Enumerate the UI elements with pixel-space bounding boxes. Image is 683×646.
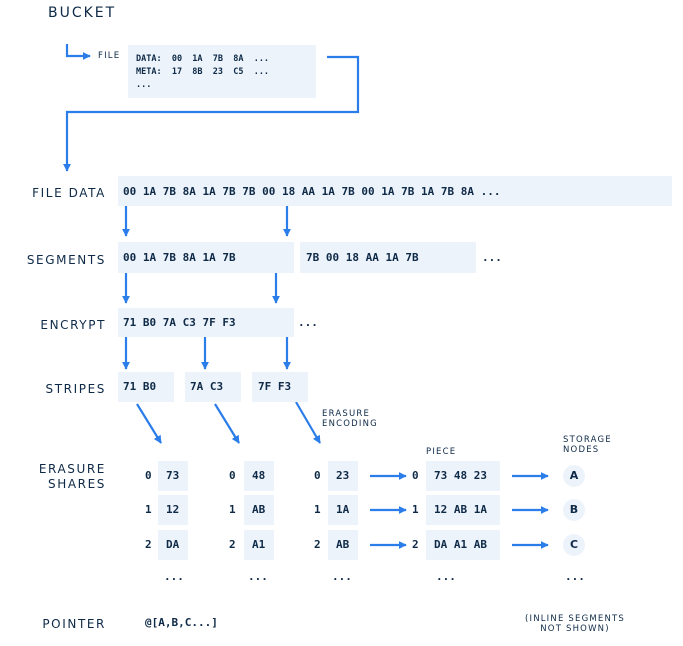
storage-node-b: B <box>563 499 585 521</box>
share-index: 2 <box>314 538 321 551</box>
piece-cell <box>426 495 500 525</box>
share-value: 73 <box>166 469 180 482</box>
storage-nodes-line2: NODES <box>563 445 600 455</box>
segment-2-box <box>300 242 476 273</box>
segment-1-box <box>118 242 294 273</box>
share-index: 2 <box>145 538 152 551</box>
share-value: A1 <box>252 538 266 551</box>
pointer-label: POINTER <box>42 617 106 631</box>
file-more: ... <box>136 80 152 90</box>
piece-value: DA A1 AB <box>434 538 487 551</box>
arrow-str-shares3 <box>295 401 321 444</box>
file-label: FILE <box>98 51 121 61</box>
share-value: DA <box>166 538 180 551</box>
inline-note-line2: NOT SHOWN) <box>540 624 610 634</box>
share-index: 1 <box>229 503 236 516</box>
arrow-str-shares1 <box>136 403 162 444</box>
pointer-value: @[A,B,C...] <box>145 616 218 629</box>
file-data-values: 00 1A 7B 8A 1A 7B 7B 00 18 AA 1A 7B 00 1… <box>123 185 501 198</box>
share-index: 1 <box>314 503 321 516</box>
encrypt-label: ENCRYPT <box>40 318 106 332</box>
nodes-more: ... <box>565 570 585 583</box>
share-index: 0 <box>229 469 236 482</box>
arrow-file-filedata <box>63 55 360 172</box>
share-value: AB <box>336 538 350 551</box>
piece-value: 73 48 23 <box>434 469 487 482</box>
share-cell <box>328 495 358 525</box>
stripe-3: 7F F3 <box>258 380 292 393</box>
shares-label: SHARES <box>48 477 106 491</box>
erasure-encoding-line1: ERASURE <box>322 409 371 419</box>
share-index: 0 <box>145 469 152 482</box>
file-meta-line: META: 17 8B 23 C5 ... <box>136 67 270 77</box>
share-cell <box>244 530 274 560</box>
share-cell <box>244 461 274 491</box>
piece-index: 2 <box>412 538 419 551</box>
piece-index: 0 <box>412 469 419 482</box>
share-value: 23 <box>336 469 350 482</box>
arrow-group <box>63 44 549 549</box>
shares-col1-more: ... <box>164 570 184 583</box>
segments-label: SEGMENTS <box>26 253 106 267</box>
stripe-2: 7A C3 <box>190 380 224 393</box>
inline-note-line1: (INLINE SEGMENTS <box>524 614 626 624</box>
file-data-label: FILE DATA <box>32 186 106 200</box>
arrow-bucket-file <box>65 44 91 60</box>
piece-cell <box>426 530 500 560</box>
share-value: AB <box>252 503 266 516</box>
shares-col2-more: ... <box>248 570 268 583</box>
storage-node-c: C <box>563 534 585 556</box>
arrow-str-shares2 <box>214 403 240 444</box>
segment-2-values: 7B 00 18 AA 1A 7B <box>306 251 419 264</box>
piece-cell <box>426 461 500 491</box>
share-cell <box>158 530 188 560</box>
file-box <box>128 45 316 98</box>
share-index: 2 <box>229 538 236 551</box>
share-value: 12 <box>166 503 180 516</box>
share-cell <box>328 530 358 560</box>
erasure-encoding-line2: ENCODING <box>322 419 378 429</box>
file-data-line: DATA: 00 1A 7B 8A ... <box>136 54 270 64</box>
share-index: 1 <box>145 503 152 516</box>
share-value: 1A <box>336 503 350 516</box>
stripe-1: 71 B0 <box>123 380 157 393</box>
share-value: 48 <box>252 469 266 482</box>
stripe-3-box <box>252 372 308 402</box>
share-cell <box>328 461 358 491</box>
encrypt-more: ... <box>298 316 318 329</box>
pieces-more: ... <box>436 570 456 583</box>
file-data-box <box>118 176 672 206</box>
segments-more: ... <box>482 251 502 264</box>
stripe-1-box <box>118 372 174 402</box>
piece-label: PIECE <box>426 447 457 457</box>
encrypt-box <box>118 308 294 337</box>
storage-node-a: A <box>563 465 585 487</box>
stripes-label: STRIPES <box>45 382 106 396</box>
share-index: 0 <box>314 469 321 482</box>
piece-value: 12 AB 1A <box>434 503 487 516</box>
share-cell <box>158 461 188 491</box>
piece-index: 1 <box>412 503 419 516</box>
encrypt-values: 71 B0 7A C3 7F F3 <box>123 316 236 329</box>
stripe-2-box <box>185 372 241 402</box>
share-cell <box>158 495 188 525</box>
bucket-title: BUCKET <box>48 5 117 21</box>
shares-col3-more: ... <box>332 570 352 583</box>
segment-1-values: 00 1A 7B 8A 1A 7B <box>123 251 236 264</box>
share-cell <box>244 495 274 525</box>
erasure-label: ERASURE <box>38 462 106 476</box>
storage-nodes-line1: STORAGE <box>563 435 612 445</box>
